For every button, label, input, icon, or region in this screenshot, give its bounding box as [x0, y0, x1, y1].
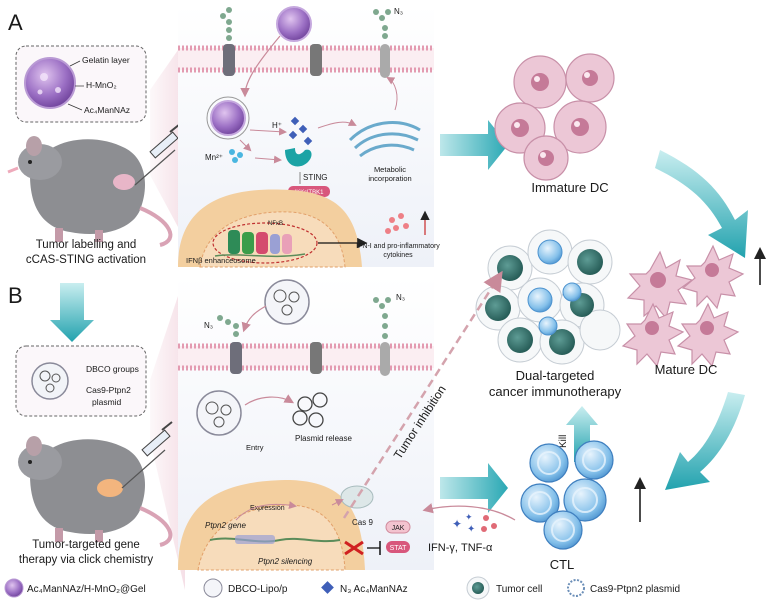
nanoparticle-entering: [276, 6, 312, 42]
tumor-cluster: [475, 229, 621, 365]
jak-badge: [385, 520, 411, 534]
label-ifn-tnf: IFN-γ, TNF-α: [428, 542, 493, 554]
stat-badge: [386, 541, 410, 553]
caption-b-line1: Tumor-targeted gene: [32, 539, 140, 551]
cross-mark: [344, 540, 364, 556]
mn-ions: [229, 149, 243, 163]
nucleus-a: [178, 189, 362, 268]
label-dbco: DBCO groups: [86, 364, 139, 374]
label-ptpn2-silencing: Ptpn2 silencing: [258, 557, 313, 566]
caption-a-line1: Tumor labelling and: [36, 239, 137, 251]
label-stat: STAT: [390, 545, 408, 552]
svg-text:✦: ✦: [465, 513, 473, 523]
lipo-particle-top: [264, 279, 310, 325]
nanoparticle-inside: [210, 100, 246, 136]
membrane-a: [178, 44, 434, 78]
cas9-protein: [340, 485, 374, 509]
legend: Ac₄ManNAz/H-MnO₂@Gel DBCO-Lipo/p N₃ Ac₄M…: [4, 576, 680, 600]
lipo-callout-b: DBCO groups Cas9-Ptpn2 plasmid: [15, 345, 147, 417]
label-ptpn2-gene: Ptpn2 gene: [205, 521, 246, 530]
arrow-dc-to-ctl: [665, 392, 745, 490]
label-dual-1: Dual-targeted: [516, 368, 595, 383]
label-cas9: Cas 9: [352, 518, 373, 527]
label-plasmid: plasmid: [92, 397, 122, 407]
label-ifn-enhanceosome: IFNβ enhanceosome: [186, 256, 256, 265]
label-n3-left: N₃: [204, 321, 213, 330]
legend-n3-icon: [321, 581, 334, 594]
label-metabolic-1: Metabolic: [374, 165, 406, 174]
label-ifn-cytokines-1: IFN-I and pro-inflammatory: [356, 243, 440, 250]
svg-text:✦: ✦: [467, 524, 475, 535]
glycan-a-right: [373, 9, 391, 39]
label-mature-dc: Mature DC: [655, 362, 718, 377]
label-mno2: H-MnO₂: [86, 80, 117, 90]
label-sting: STING: [303, 173, 327, 182]
glycan-a-left: [220, 7, 232, 41]
legend-plasmid-icon: [567, 579, 585, 597]
label-jak: JAK: [392, 525, 405, 532]
caption-a-line2: cCAS-STING activation: [26, 254, 146, 266]
panel-b-letter: B: [8, 283, 23, 308]
endosome-lipo: [196, 390, 242, 436]
nanoparticle-icon: [25, 58, 75, 108]
mouse-a: [7, 136, 173, 247]
legend-tumor: Tumor cell: [496, 584, 542, 595]
arrow-a-to-dc: [440, 120, 508, 170]
n3-diamonds: [288, 116, 313, 146]
caption-b-line2: therapy via click chemistry: [19, 554, 153, 566]
label-cas9-ptpn2: Cas9-Ptpn2: [86, 385, 131, 395]
label-h-plus: H⁺: [272, 121, 282, 130]
arrow-a-to-b: [50, 283, 94, 342]
arrow-dc-maturation: [655, 150, 748, 258]
arrow-tumor-inhibition: [342, 270, 503, 519]
label-ifn-cytokines-2: cytokines: [383, 252, 413, 259]
label-entry: Entry: [246, 443, 264, 452]
plasmid-cluster: [292, 392, 328, 428]
legend-plasmid: Cas9-Ptpn2 plasmid: [590, 584, 680, 595]
label-expression: Expression: [250, 505, 285, 512]
lipo-icon: [31, 362, 69, 400]
label-immature-dc: Immature DC: [531, 180, 608, 195]
legend-lipo: DBCO-Lipo/p: [228, 584, 288, 595]
nucleus-b: [178, 480, 365, 571]
syringe-a: [134, 123, 181, 186]
label-n3-top: N₃: [394, 7, 403, 16]
immature-dc-cluster: [494, 53, 615, 181]
arrow-cytokine-feedback: [422, 503, 516, 521]
mature-dc-cluster: [621, 244, 745, 368]
sting-protein: [285, 148, 312, 167]
cytokine-sparkles: ✦ ✦ ✦: [452, 513, 497, 535]
label-kill: Kill: [558, 435, 569, 448]
legend-n3: N₃ Ac₄ManNAz: [340, 584, 408, 595]
label-ctl: CTL: [550, 557, 575, 572]
ctl-cluster: [520, 440, 614, 550]
label-ac4: Ac₄ManNAz: [84, 105, 130, 115]
syringe-b: [121, 421, 173, 489]
legend-np-icon: [4, 578, 24, 598]
legend-lipo-icon: [203, 578, 223, 598]
arrow-b-to-ctl: [440, 463, 508, 513]
nanoparticle-callout-a: Gelatin layer H-MnO₂ Ac₄ManNAz: [15, 45, 147, 123]
glycan-b: [217, 297, 391, 339]
golgi: [348, 121, 421, 158]
label-dual-2: cancer immunotherapy: [489, 384, 622, 399]
svg-text:✦: ✦: [452, 517, 462, 531]
label-n3-right: N₃: [396, 293, 405, 302]
label-gelatin: Gelatin layer: [82, 55, 130, 65]
label-mn2: Mn²⁺: [205, 153, 223, 162]
cytokine-dots: [385, 213, 409, 234]
legend-np: Ac₄ManNAz/H-MnO₂@Gel: [27, 584, 146, 595]
panel-a-letter: A: [8, 10, 23, 35]
label-nfkb: NFκB: [268, 221, 283, 227]
membrane-b: [178, 342, 434, 376]
cone-b: [150, 275, 185, 590]
label-metabolic-2: incorporation: [368, 174, 411, 183]
label-plasmid-release: Plasmid release: [295, 434, 352, 443]
mouse-b: [18, 436, 173, 547]
legend-tumor-icon: [472, 582, 484, 594]
